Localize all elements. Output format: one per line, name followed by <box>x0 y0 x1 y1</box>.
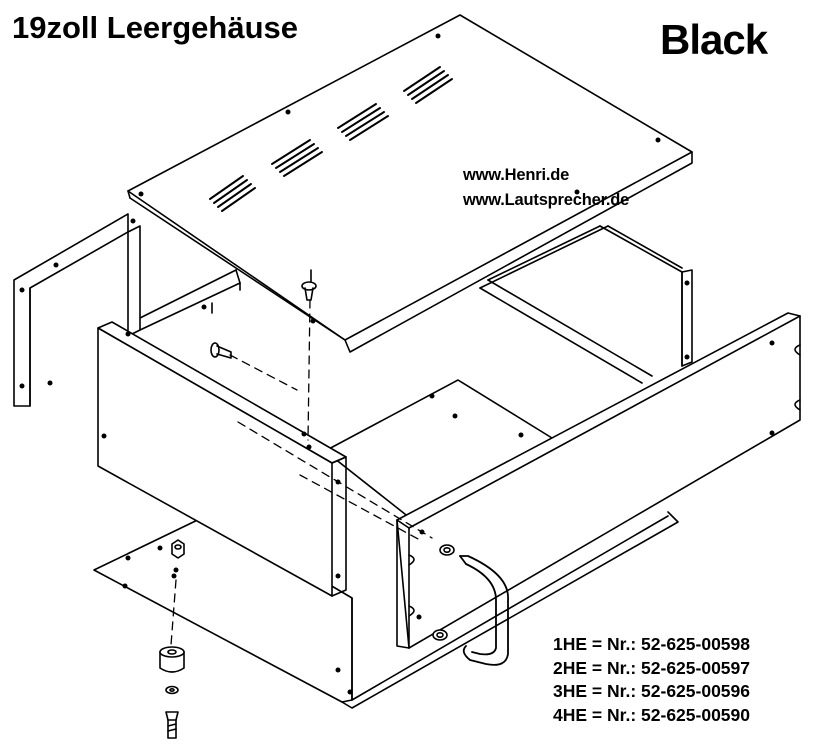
blank-front-panel <box>97 321 347 597</box>
part-number-2he: 2HE = Nr.: 52-625-00597 <box>553 657 751 678</box>
left-side-panel <box>13 213 129 407</box>
link-lautsprecher[interactable]: www.Lautsprecher.de <box>463 191 630 209</box>
part-number-list: 1HE = Nr.: 52-625-00598 2HE = Nr.: 52-62… <box>553 633 750 727</box>
front-panel-bolt <box>432 544 455 641</box>
side-rivet <box>210 342 232 359</box>
link-henri[interactable]: www.Henri.de <box>463 166 570 184</box>
part-number-3he: 3HE = Nr.: 52-625-00596 <box>553 681 751 701</box>
part-number-1he: 1HE = Nr.: 52-625-00598 <box>553 634 751 654</box>
brand-color-label: Black <box>660 16 768 63</box>
assembly-lines <box>170 299 433 646</box>
right-side-panel <box>681 269 693 367</box>
top-cover <box>127 14 693 353</box>
inner-frame <box>127 225 683 384</box>
foot-assembly <box>159 539 185 739</box>
top-screw <box>301 269 317 301</box>
page-title: 19zoll Leergehäuse <box>12 10 299 45</box>
part-number-4he: 4HE = Nr.: 52-625-00590 <box>553 704 751 725</box>
front-handle <box>459 555 509 666</box>
front-panel <box>396 312 801 649</box>
vent-slots <box>209 66 453 212</box>
cover-screw-holes <box>130 33 661 324</box>
